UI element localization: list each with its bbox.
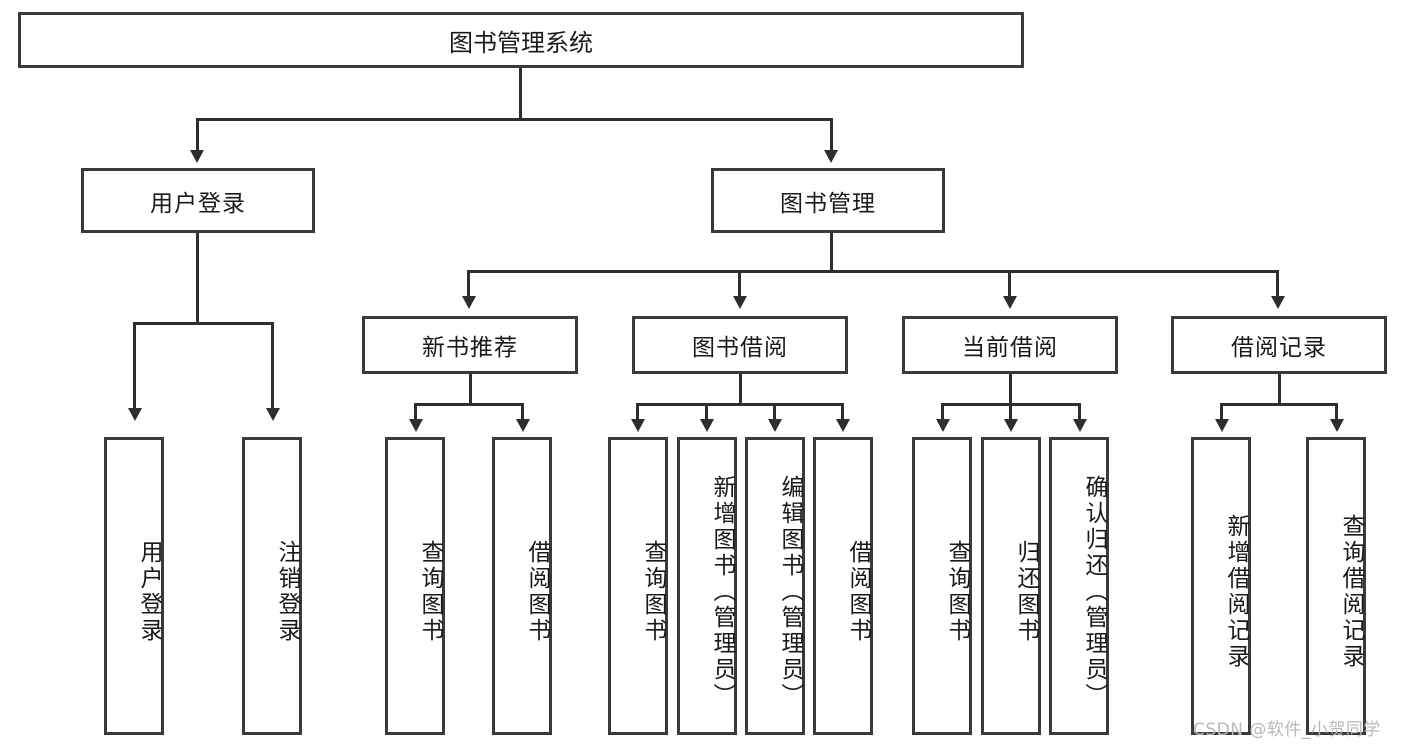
arrow-recommend-to-leaf2 bbox=[516, 419, 530, 432]
connector-borrow-stem bbox=[739, 374, 742, 405]
node-root-system[interactable]: 图书管理系统 bbox=[18, 12, 1024, 68]
node-label: 注销登录 bbox=[274, 540, 300, 644]
arrow-current-to-leaf1 bbox=[936, 419, 950, 432]
arrow-bookmgmt-to-l3-2 bbox=[733, 296, 747, 309]
connector-bookmgmt-to-l3-4 bbox=[1276, 270, 1279, 298]
connector-root-stem bbox=[519, 68, 522, 120]
connector-bookmgmt-to-l3-1 bbox=[467, 270, 470, 298]
node-label: 查询图书 bbox=[944, 540, 970, 644]
node-current-borrow[interactable]: 当前借阅 bbox=[902, 316, 1118, 374]
arrow-record-to-leaf2 bbox=[1330, 419, 1344, 432]
node-book-management[interactable]: 图书管理 bbox=[711, 168, 945, 233]
node-label: 借阅图书 bbox=[845, 540, 871, 644]
arrow-root-to-bookmgmt bbox=[824, 150, 838, 163]
connector-login-to-leaf1 bbox=[133, 322, 136, 410]
connector-recommend-bus bbox=[414, 403, 524, 406]
node-label: 图书管理 bbox=[780, 190, 876, 217]
leaf-record-add-record[interactable]: 新增借阅记录 bbox=[1191, 437, 1251, 735]
node-label: 借阅记录 bbox=[1231, 335, 1327, 361]
connector-borrow-to-leaf2 bbox=[705, 403, 708, 421]
arrow-borrow-to-leaf1 bbox=[631, 419, 645, 432]
arrow-root-to-login bbox=[190, 150, 204, 163]
arrow-login-to-leaf2 bbox=[266, 408, 280, 421]
connector-recommend-to-leaf2 bbox=[521, 403, 524, 421]
arrow-recommend-to-leaf1 bbox=[409, 419, 423, 432]
connector-record-bus bbox=[1220, 403, 1338, 406]
leaf-current-return-book[interactable]: 归还图书 bbox=[981, 437, 1041, 735]
connector-current-to-leaf2 bbox=[1009, 403, 1012, 421]
leaf-record-query-record[interactable]: 查询借阅记录 bbox=[1306, 437, 1366, 735]
leaf-logout[interactable]: 注销登录 bbox=[242, 437, 302, 735]
connector-bookmgmt-to-l3-2 bbox=[738, 270, 741, 298]
leaf-borrow-borrow-book[interactable]: 借阅图书 bbox=[813, 437, 873, 735]
connector-bookmgmt-stem bbox=[830, 233, 833, 272]
node-label: 借阅图书 bbox=[524, 540, 550, 644]
leaf-user-login[interactable]: 用户登录 bbox=[104, 437, 164, 735]
node-label: 确认归还（管理员） bbox=[1081, 475, 1107, 709]
node-label: 图书管理系统 bbox=[449, 28, 593, 57]
connector-root-to-bookmgmt bbox=[830, 118, 833, 152]
node-label: 查询图书 bbox=[640, 540, 666, 644]
connector-current-stem bbox=[1009, 374, 1012, 405]
connector-record-to-leaf2 bbox=[1335, 403, 1338, 421]
connector-bookmgmt-bus bbox=[467, 270, 1279, 273]
connector-login-to-leaf2 bbox=[271, 322, 274, 410]
node-label: 查询图书 bbox=[417, 540, 443, 644]
connector-record-stem bbox=[1278, 374, 1281, 405]
arrow-borrow-to-leaf2 bbox=[700, 419, 714, 432]
arrow-borrow-to-leaf3 bbox=[768, 419, 782, 432]
connector-bookmgmt-to-l3-3 bbox=[1008, 270, 1011, 298]
leaf-borrow-add-book[interactable]: 新增图书（管理员） bbox=[677, 437, 737, 735]
leaf-borrow-edit-book[interactable]: 编辑图书（管理员） bbox=[745, 437, 805, 735]
connector-recommend-to-leaf1 bbox=[414, 403, 417, 421]
leaf-current-query-book[interactable]: 查询图书 bbox=[912, 437, 972, 735]
arrow-record-to-leaf1 bbox=[1215, 419, 1229, 432]
node-label: 用户登录 bbox=[136, 540, 162, 644]
connector-recommend-stem bbox=[469, 374, 472, 405]
node-book-borrow[interactable]: 图书借阅 bbox=[632, 316, 848, 374]
connector-borrow-to-leaf1 bbox=[636, 403, 639, 421]
arrow-bookmgmt-to-l3-1 bbox=[462, 296, 476, 309]
leaf-recommend-borrow-book[interactable]: 借阅图书 bbox=[492, 437, 552, 735]
connector-login-stem bbox=[196, 233, 199, 324]
node-label: 查询借阅记录 bbox=[1338, 514, 1364, 670]
node-label: 图书借阅 bbox=[692, 335, 788, 361]
node-label: 用户登录 bbox=[150, 190, 246, 217]
node-user-login[interactable]: 用户登录 bbox=[81, 168, 315, 233]
connector-borrow-bus bbox=[636, 403, 844, 406]
node-label: 编辑图书（管理员） bbox=[777, 475, 803, 709]
arrow-current-to-leaf3 bbox=[1073, 419, 1087, 432]
connector-borrow-to-leaf4 bbox=[841, 403, 844, 421]
node-label: 新增图书（管理员） bbox=[709, 475, 735, 709]
arrow-borrow-to-leaf4 bbox=[836, 419, 850, 432]
connector-root-to-login bbox=[196, 118, 199, 152]
connector-current-to-leaf1 bbox=[941, 403, 944, 421]
leaf-borrow-query-book[interactable]: 查询图书 bbox=[608, 437, 668, 735]
connector-record-to-leaf1 bbox=[1220, 403, 1223, 421]
csdn-watermark: CSDN @软件_小贺同学 bbox=[1193, 720, 1381, 740]
node-label: 归还图书 bbox=[1013, 540, 1039, 644]
arrow-bookmgmt-to-l3-4 bbox=[1271, 296, 1285, 309]
node-new-book-recommend[interactable]: 新书推荐 bbox=[362, 316, 578, 374]
connector-borrow-to-leaf3 bbox=[773, 403, 776, 421]
leaf-current-confirm-return[interactable]: 确认归还（管理员） bbox=[1049, 437, 1109, 735]
node-label: 当前借阅 bbox=[962, 335, 1058, 361]
connector-root-bus bbox=[196, 118, 833, 121]
arrow-bookmgmt-to-l3-3 bbox=[1003, 296, 1017, 309]
leaf-recommend-query-book[interactable]: 查询图书 bbox=[385, 437, 445, 735]
arrow-current-to-leaf2 bbox=[1004, 419, 1018, 432]
connector-login-bus bbox=[133, 322, 273, 325]
connector-current-to-leaf3 bbox=[1078, 403, 1081, 421]
node-borrow-record[interactable]: 借阅记录 bbox=[1171, 316, 1387, 374]
node-label: 新增借阅记录 bbox=[1223, 514, 1249, 670]
node-label: 新书推荐 bbox=[422, 335, 518, 361]
arrow-login-to-leaf1 bbox=[128, 408, 142, 421]
